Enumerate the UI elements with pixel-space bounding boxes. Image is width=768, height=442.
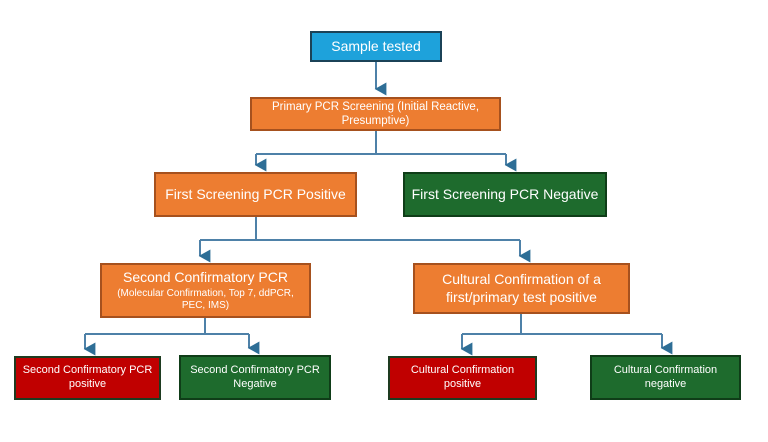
node-cultural-confirmation-label: Cultural Confirmation of a first/primary… <box>442 271 601 305</box>
connector-positive-branch <box>200 217 520 241</box>
node-cultural-confirmation-positive: Cultural Confirmation positive <box>388 356 537 400</box>
node-cultural-confirmation-positive-label: Cultural Confirmation positive <box>410 364 515 390</box>
node-cultural-confirmation: Cultural Confirmation of a first/primary… <box>413 263 630 314</box>
connector-cultural-branch <box>462 314 662 335</box>
node-primary-pcr-screening-label: Primary PCR Screening (Initial Reactive,… <box>271 100 480 127</box>
node-first-screening-pcr-positive-label: First Screening PCR Positive <box>165 185 346 202</box>
node-first-screening-pcr-negative-label: First Screening PCR Negative <box>411 185 599 202</box>
node-second-confirmatory-pcr-label: Second Confirmatory PCR <box>123 269 288 286</box>
node-cultural-confirmation-negative: Cultural Confirmation negative <box>590 355 741 400</box>
connector-primary-branch <box>256 131 506 155</box>
node-sample-tested: Sample tested <box>310 31 442 62</box>
node-primary-pcr-screening: Primary PCR Screening (Initial Reactive,… <box>250 97 501 131</box>
node-second-confirmatory-pcr-negative-label: Second Confirmatory PCR Negative <box>190 363 320 390</box>
node-first-screening-pcr-positive: First Screening PCR Positive <box>154 172 357 217</box>
node-second-confirmatory-pcr-positive-label: Second Confirmatory PCR positive <box>22 364 153 390</box>
node-cultural-confirmation-negative-label: Cultural Confirmation negative <box>613 363 718 390</box>
node-second-confirmatory-pcr-positive: Second Confirmatory PCR positive <box>14 356 161 400</box>
node-second-confirmatory-pcr-negative: Second Confirmatory PCR Negative <box>179 355 331 400</box>
node-first-screening-pcr-negative: First Screening PCR Negative <box>403 172 607 217</box>
node-sample-tested-label: Sample tested <box>331 37 421 54</box>
node-second-confirmatory-pcr-sublabel: (Molecular Confirmation, Top 7, ddPCR, P… <box>117 287 294 311</box>
node-second-confirmatory-pcr: Second Confirmatory PCR (Molecular Confi… <box>100 263 311 318</box>
connector-second-branch <box>85 318 249 335</box>
